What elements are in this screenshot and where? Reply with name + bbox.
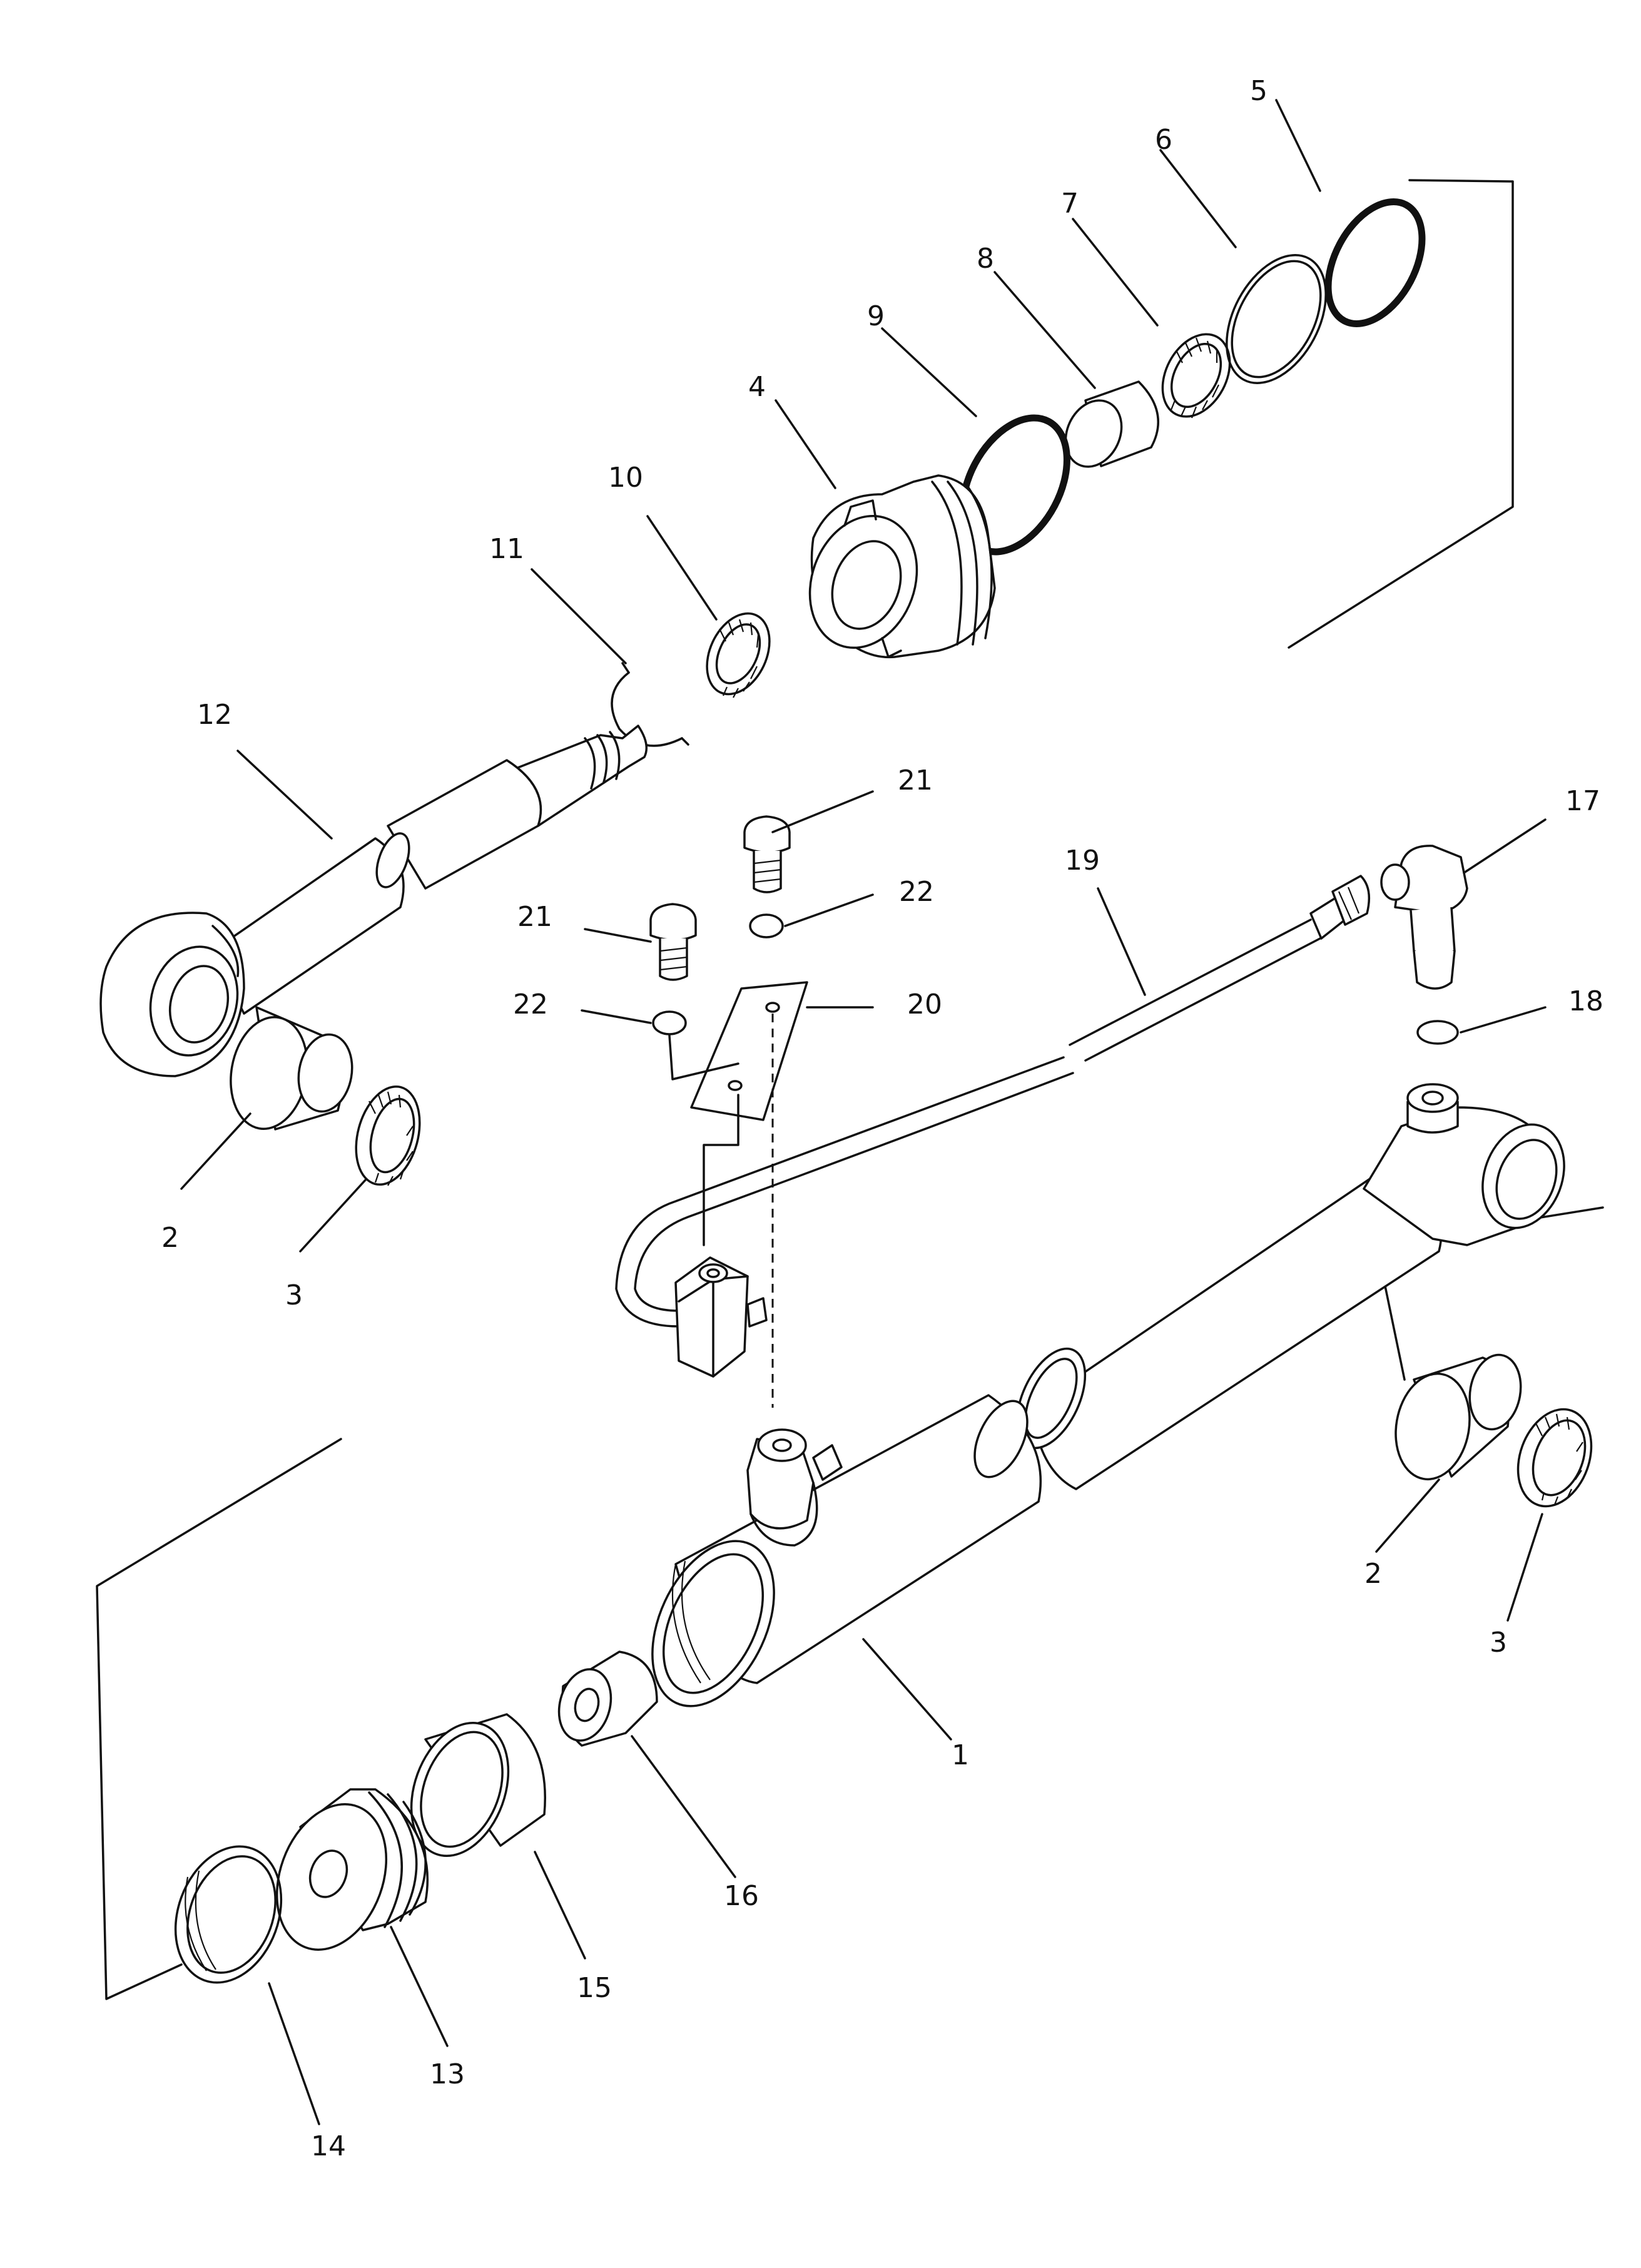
label-15: 15 <box>577 1972 612 2004</box>
part-10-wiper-seal <box>706 612 771 698</box>
label-2a: 2 <box>161 1222 179 1254</box>
part-12-piston-rod <box>99 725 648 1077</box>
part-20-mounting-plate <box>668 981 808 1408</box>
label-1: 1 <box>952 1739 969 1771</box>
label-12: 12 <box>197 699 232 731</box>
label-2b: 2 <box>1364 1558 1382 1590</box>
part-18-o-ring <box>1416 1020 1459 1045</box>
label-20: 20 <box>907 989 942 1020</box>
part-11-snap-ring <box>611 662 689 747</box>
part-5-o-ring <box>1324 198 1426 327</box>
part-6-backup-ring <box>1226 254 1327 384</box>
label-18: 18 <box>1568 985 1603 1017</box>
part-19-hose <box>615 875 1371 1328</box>
label-21b: 21 <box>517 901 552 933</box>
part-16-nut <box>557 1650 658 1747</box>
leader-lines <box>180 99 1547 2125</box>
label-19: 19 <box>1065 845 1100 877</box>
part-14-seal-ring <box>174 1845 283 1984</box>
label-6: 6 <box>1155 124 1172 156</box>
label-9: 9 <box>867 300 885 332</box>
label-3b: 3 <box>1490 1627 1507 1659</box>
label-21a: 21 <box>898 765 933 796</box>
label-13: 13 <box>430 2058 465 2090</box>
label-16: 16 <box>724 1880 759 1912</box>
part-22-washer-upper <box>749 913 784 938</box>
label-14: 14 <box>311 2130 346 2162</box>
label-8: 8 <box>977 243 994 275</box>
part-15-wear-ring <box>410 1713 546 1858</box>
label-11: 11 <box>489 533 524 565</box>
part-3-wiper-seal-tube-end <box>1517 1408 1593 1508</box>
part-7-wiper-seal <box>1161 333 1231 419</box>
part-3-wiper-seal-rod-end <box>355 1085 421 1186</box>
part-4-cylinder-head <box>808 474 996 659</box>
pipe-block-fitting <box>674 1256 768 1378</box>
part-8-bushing <box>1064 380 1159 468</box>
part-number-labels: 5 6 7 8 9 4 10 11 12 2 3 21 22 21 22 20 … <box>161 75 1603 2162</box>
part-21-bolt-lower <box>649 903 697 981</box>
part-22-washer-lower <box>652 1010 687 1035</box>
label-17: 17 <box>1565 785 1600 817</box>
part-17-elbow-fitting <box>1380 845 1468 990</box>
label-4: 4 <box>748 371 766 403</box>
part-1-cylinder-tube <box>651 1083 1565 1707</box>
part-2-bushing-rod-end <box>230 1006 353 1131</box>
part-2-bushing-tube-end <box>1395 1353 1522 1481</box>
part-21-bolt-upper <box>743 815 791 893</box>
part-13-piston <box>275 1788 429 1951</box>
label-5: 5 <box>1250 75 1268 107</box>
label-10: 10 <box>608 462 643 494</box>
label-22a: 22 <box>899 876 934 908</box>
label-22b: 22 <box>513 989 548 1020</box>
label-7: 7 <box>1061 188 1079 220</box>
label-3a: 3 <box>285 1279 303 1311</box>
